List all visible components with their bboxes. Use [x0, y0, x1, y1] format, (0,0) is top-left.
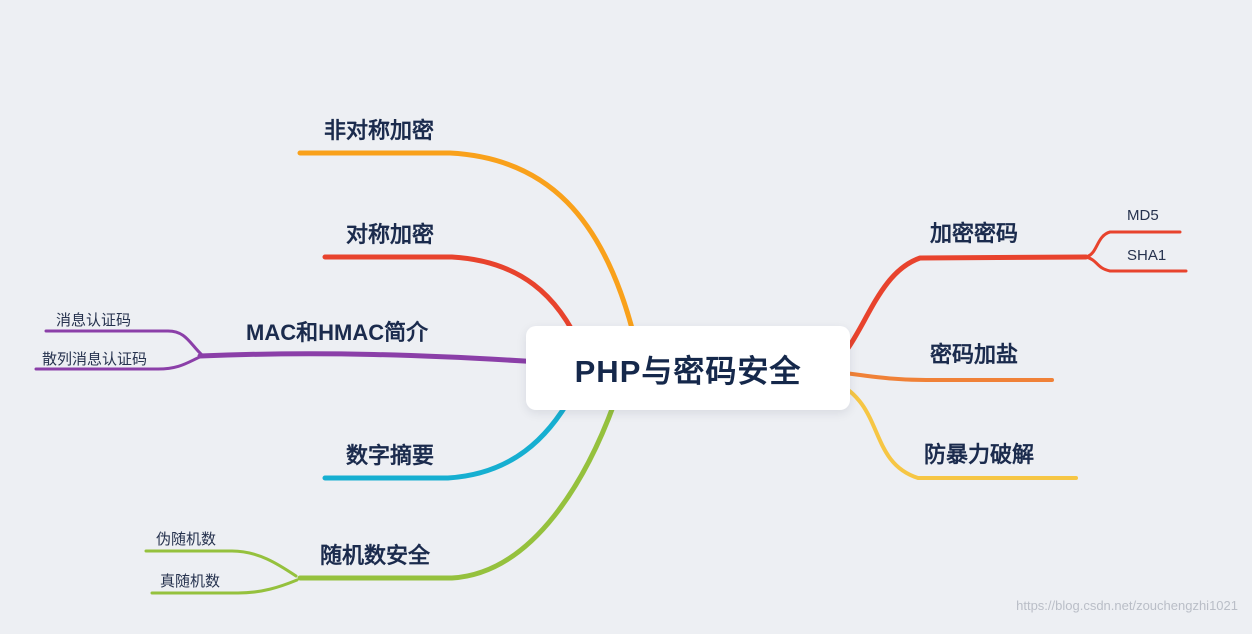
node-md5[interactable]: MD5 — [1127, 207, 1159, 224]
watermark: https://blog.csdn.net/zouchengzhi1021 — [1016, 598, 1238, 613]
branch-brute-force-line — [833, 380, 1078, 480]
node-random-number-security[interactable]: 随机数安全 — [320, 543, 431, 568]
node-symmetric-encryption[interactable]: 对称加密 — [346, 222, 435, 247]
node-asymmetric-encryption[interactable]: 非对称加密 — [324, 118, 435, 143]
node-anti-brute-force[interactable]: 防暴力破解 — [924, 442, 1035, 467]
node-digital-digest[interactable]: 数字摘要 — [346, 443, 435, 468]
node-message-auth-code[interactable]: 消息认证码 — [56, 312, 132, 329]
node-sha1[interactable]: SHA1 — [1127, 247, 1167, 264]
branch-sha1-line — [1084, 255, 1188, 273]
branch-salt-line — [836, 370, 1054, 382]
branch-msg-auth-line — [44, 329, 204, 357]
center-root-node[interactable]: PHP与密码安全 — [526, 326, 850, 410]
node-true-random[interactable]: 真随机数 — [160, 573, 221, 590]
node-hash-message-auth-code[interactable]: 散列消息认证码 — [42, 351, 148, 368]
branch-asymmetric-line — [297, 150, 639, 347]
node-mac-hmac-intro[interactable]: MAC和HMAC简介 — [246, 320, 429, 345]
node-pseudo-random[interactable]: 伪随机数 — [156, 531, 217, 548]
branch-mac-line — [197, 351, 543, 365]
branch-digest-line — [322, 392, 575, 481]
node-encrypt-password[interactable]: 加密密码 — [930, 221, 1019, 246]
branch-true-random-line — [150, 578, 299, 595]
branch-random-line — [297, 401, 617, 581]
branch-pseudo-random-line — [144, 549, 298, 578]
branch-hash-msg-auth-line — [34, 354, 204, 371]
branch-md5-line — [1084, 230, 1182, 259]
node-password-salt[interactable]: 密码加盐 — [930, 342, 1019, 367]
